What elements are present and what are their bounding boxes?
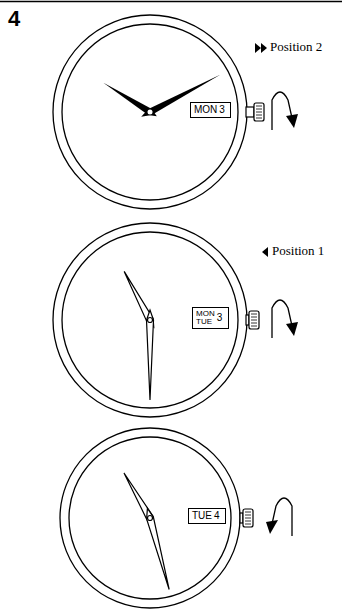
step-number: 4 <box>8 6 20 32</box>
date-window: TUE4 <box>188 508 226 524</box>
crown-position: Position 1 <box>272 243 324 259</box>
hands-middle <box>121 270 157 400</box>
day-name: TUE <box>192 511 212 521</box>
crowns <box>240 103 264 527</box>
watch-cases <box>53 15 247 608</box>
hands-top <box>102 71 223 119</box>
hands-bottom <box>121 471 173 590</box>
date-digit: 4 <box>214 511 220 521</box>
rotation-arrows <box>272 92 292 536</box>
day-name: MON <box>196 310 215 318</box>
position-indicators <box>255 43 268 257</box>
date-window: MON3 <box>190 102 231 118</box>
date-digit: 3 <box>219 105 225 115</box>
date-digit: 3 <box>217 313 223 323</box>
rolling-day: MONTUE <box>196 310 215 326</box>
day-name: MON <box>194 105 217 115</box>
header-rule <box>0 1 342 3</box>
crown-position: Position 2 <box>270 39 322 55</box>
crown-knurling <box>245 106 262 524</box>
date-window: MONTUE3 <box>192 307 229 329</box>
arrow-heads <box>266 114 298 534</box>
day-name: TUE <box>196 318 215 326</box>
